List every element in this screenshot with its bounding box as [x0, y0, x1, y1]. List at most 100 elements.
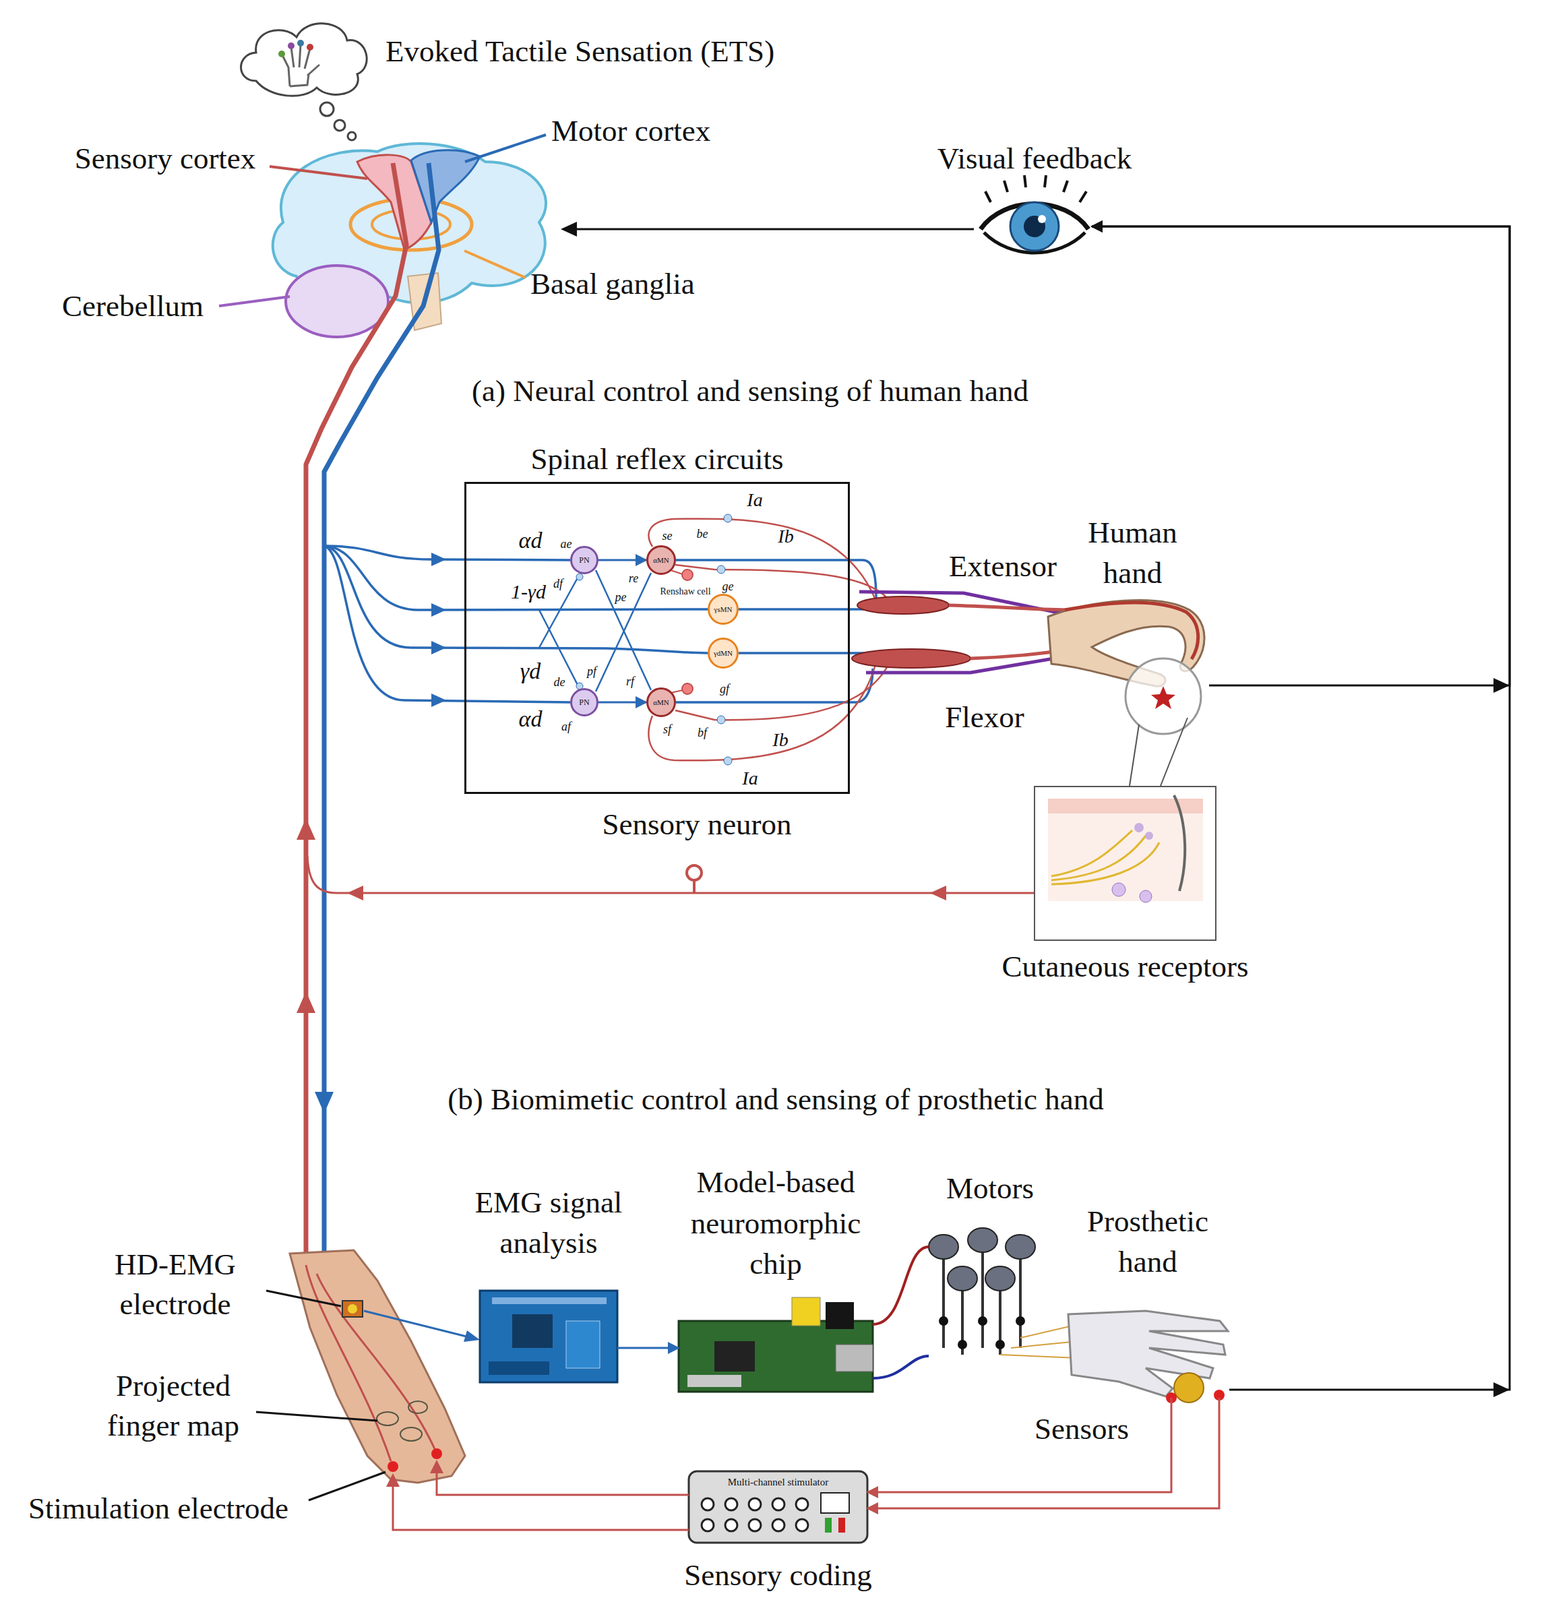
ets-cloud — [241, 23, 368, 96]
signal-label: 1-γd — [510, 581, 546, 602]
node-label: Human hand — [1068, 512, 1197, 595]
skin-illustration — [1112, 882, 1126, 897]
emg-board — [491, 1297, 607, 1305]
signal-label: be — [696, 527, 709, 540]
text-label: (b) Biomimetic control and sensing of pr… — [447, 1079, 1104, 1120]
node-label: Cutaneous receptors — [1001, 946, 1249, 988]
stimulation-wire — [429, 1459, 444, 1474]
stimulator-device — [688, 1471, 868, 1543]
chip-board — [714, 1341, 755, 1372]
signal-label: bf — [697, 726, 707, 739]
descending-branch — [431, 603, 447, 617]
ets-cloud — [334, 119, 346, 131]
feedback-arrow — [560, 221, 577, 237]
neuron-circle: γsMN — [707, 593, 739, 625]
forearm — [376, 1411, 399, 1426]
ets-cloud — [281, 44, 320, 87]
motor-array — [977, 1316, 988, 1326]
node-label: Visual feedback — [937, 138, 1132, 180]
signal-label: αd — [518, 707, 543, 731]
signal-label: Ia — [742, 768, 758, 788]
stimulator-device — [725, 1498, 738, 1511]
chip-board — [687, 1374, 742, 1387]
receptor-box: Cutaneous receptors — [1033, 785, 1217, 941]
human-hand-drawing — [1047, 600, 1205, 786]
forearm — [400, 1427, 422, 1441]
emg-arrow — [463, 1330, 480, 1342]
signal-label: se — [662, 529, 673, 542]
leader-line — [464, 250, 526, 278]
text-label: Cerebellum — [62, 286, 204, 327]
stimulator-device — [725, 1519, 738, 1532]
text-label: Sensory neuron — [601, 804, 792, 845]
afferent-fiber — [675, 662, 890, 720]
interneuron-wiring — [539, 609, 580, 689]
afferent-fiber — [717, 565, 726, 574]
node-label: αMN — [653, 556, 670, 565]
motor-array — [1015, 1316, 1026, 1326]
neuron-circle: αMN — [646, 687, 676, 718]
motor-node: Motors — [928, 1229, 1052, 1363]
spinal-pathway — [324, 163, 439, 1308]
node-label: γdMN — [713, 649, 733, 658]
interneuron-wiring — [738, 607, 877, 611]
stimulator-device — [824, 1517, 832, 1533]
node-label: Multi-channel stimulator — [727, 1475, 829, 1489]
signal-label: ge — [722, 580, 734, 593]
hand-node: Human hand — [1056, 596, 1210, 709]
motor-array — [957, 1339, 968, 1350]
descending-branch — [324, 545, 708, 707]
node-label: Motors — [946, 1167, 1034, 1210]
node-label: PN — [578, 556, 590, 565]
chip-board — [825, 1302, 854, 1330]
interneuron-wiring — [675, 668, 873, 703]
neuron-circle: γdMN — [707, 637, 739, 669]
signal-label: Ib — [777, 527, 794, 546]
chip-node: Model-based neuromorphic chip — [678, 1300, 873, 1398]
prosthetic-hand-drawing — [1068, 1310, 1228, 1404]
stimulation-wire — [436, 1470, 689, 1495]
motor-array — [1000, 1324, 1079, 1359]
emg-board — [479, 1290, 618, 1383]
connector — [617, 1347, 679, 1350]
text-label: Sensors — [1034, 1409, 1129, 1449]
spinal-pathway — [930, 885, 947, 901]
skin-illustration — [1139, 890, 1152, 903]
descending-branch — [324, 545, 571, 703]
stimulator-device — [795, 1519, 809, 1532]
text-label: (a) Neural control and sensing of human … — [471, 371, 1029, 412]
connector — [872, 1246, 929, 1325]
interneuron-wiring — [576, 573, 583, 581]
stimulator-device — [772, 1519, 785, 1532]
leader-line — [219, 296, 290, 306]
signal-label: de — [553, 675, 566, 689]
ets-cloud — [241, 23, 368, 141]
eye-icon — [1037, 214, 1046, 224]
afferent-fiber — [649, 514, 890, 765]
node-label: Prosthetic hand — [1066, 1200, 1229, 1284]
forearm — [431, 1448, 443, 1460]
signal-label: αd — [518, 529, 543, 552]
stimulator-node: Multi-channel stimulatorSensory coding — [688, 1471, 868, 1543]
board-node: EMG signal analysis — [479, 1290, 618, 1383]
node-label: Model-based neuromorphic chip — [667, 1161, 884, 1285]
spinal-pathway — [347, 885, 364, 901]
connector — [1091, 226, 1510, 686]
forearm — [266, 1290, 342, 1307]
spinal-pathway — [296, 818, 316, 840]
forearm — [305, 1265, 435, 1462]
stimulator-device — [701, 1498, 714, 1511]
human-hand-drawing — [1064, 602, 1199, 660]
signal-label: Renshaw cell — [659, 585, 711, 598]
descending-branch — [431, 693, 447, 707]
descending-branch — [324, 545, 708, 654]
leader-line — [465, 134, 546, 162]
afferent-fiber — [723, 514, 732, 523]
stimulator-device — [820, 1492, 850, 1514]
eye-icon — [1023, 215, 1046, 238]
interneuron-wiring — [595, 572, 652, 692]
emg-arrow — [363, 1310, 467, 1337]
descending-branch — [324, 545, 708, 610]
